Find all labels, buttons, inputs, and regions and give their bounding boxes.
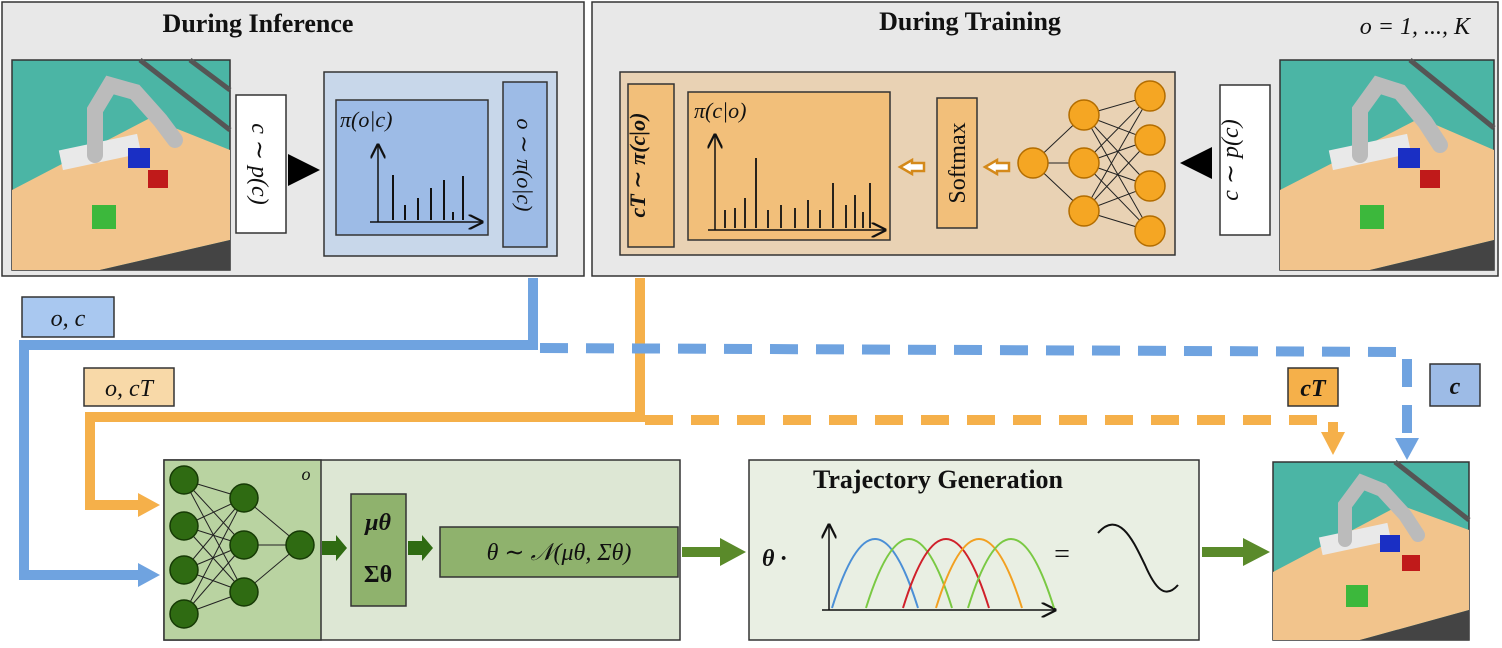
arrow-left-icon [897,157,926,177]
context-sample-label-training: c ∼ p(c) [1218,119,1244,200]
tag-o-ct: o, cT [105,376,155,402]
robot-scene-image-output [1272,460,1471,641]
trajectory-block: Trajectory Generation θ · = [748,459,1200,641]
training-title: During Training [879,7,1061,36]
context-sample-label-inference: c ∼ p(c) [246,123,272,204]
blue-dashed-line [539,343,1412,440]
orange-flow-line [85,278,645,510]
theta-dot-label: θ · [762,546,786,572]
policy-prob-label: π(o|c) [340,107,393,132]
arrow-right-icon [408,535,433,561]
tag-o-c: o, c [51,306,86,332]
policy-network-block: o μθ Σθ θ ∼ 𝒩(μθ, Σθ) [163,459,681,641]
training-network [1017,80,1166,247]
option-sample-label: o ∼ π(o|c) [512,119,537,212]
inference-title: During Inference [163,9,354,38]
target-prob-label: π(c|o) [694,98,747,123]
trajectory-title: Trajectory Generation [813,465,1064,494]
robot-scene-image-training [1279,58,1496,271]
arrow-down-icon [1321,432,1345,455]
robot-scene-image-inference [11,58,232,271]
training-panel: During Training o = 1, ..., K cT ∼ π(c|o… [591,1,1499,277]
option-range-label: o = 1, ..., K [1360,14,1472,40]
mu-label: μθ [363,510,391,536]
arrow-right-icon [322,535,347,561]
tag-ct: cT [1300,376,1327,402]
arrow-left-icon [982,157,1011,177]
arrow-right-icon [1243,538,1270,566]
target-sample-label: cT ∼ π(c|o) [625,113,650,218]
equals-label: = [1054,539,1070,570]
trajectory-curve [1097,523,1179,593]
target-histogram [724,158,871,228]
policy-histogram [392,175,464,220]
sigma-label: Σθ [364,562,392,588]
tag-c: c [1450,374,1461,400]
arrow-down-icon [1395,438,1419,460]
arrow-right-icon [138,563,160,587]
basis-functions [831,538,1055,609]
softmax-label: Softmax [945,122,971,203]
gaussian-network [169,465,315,629]
arrow-right-icon [138,493,160,517]
orange-dashed-line [645,415,1338,432]
network-option-label: o [302,464,311,484]
theta-distribution-label: θ ∼ 𝒩(μθ, Σθ) [487,540,632,566]
blue-flow-line [19,278,538,580]
inference-panel: During Inference c ∼ p(c) π(o|c) [1,1,585,277]
arrow-right-icon [720,538,746,566]
